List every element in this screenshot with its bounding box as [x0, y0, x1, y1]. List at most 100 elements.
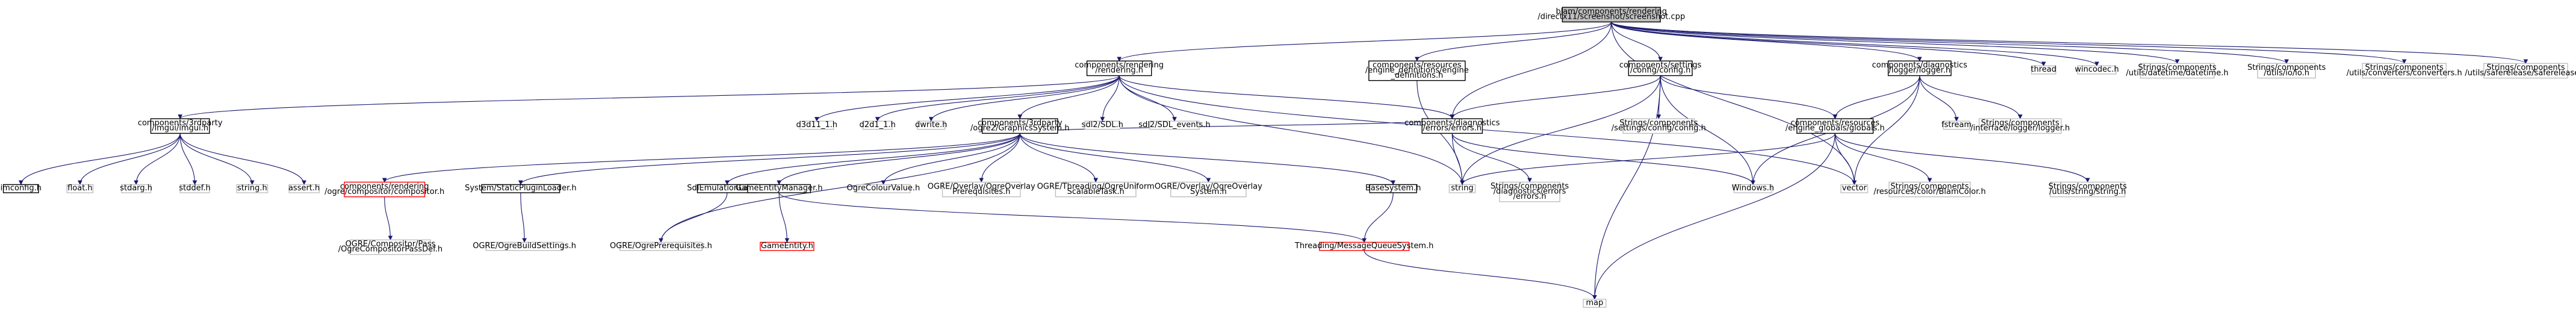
node-diag_errors[interactable]: components/diagnostics/errors/errors.h [1404, 118, 1500, 134]
edges-layer [18, 21, 2528, 300]
node-diag_errors_h[interactable]: Strings/components/diagnostics/errors/er… [1491, 181, 1569, 202]
node-map[interactable]: map [1583, 299, 1607, 308]
node-vector-label-line-0: vector [1842, 184, 1867, 193]
node-imgui-label-line-1: /imgui/imgui.h [152, 124, 208, 133]
node-converters-label-line-1: /utils/converters/converters.h [2347, 69, 2462, 78]
node-converters-box [2362, 63, 2447, 79]
edge-settings_config-to-diag_errors [1450, 75, 1661, 119]
node-thread[interactable]: thread [2031, 65, 2056, 75]
node-stdarg[interactable]: stdarg.h [120, 184, 152, 193]
node-imconfig[interactable]: imconfig.h [1, 184, 42, 193]
node-compositor_pass[interactable]: OGRE/Compositor/Pass/OgreCompositorPassD… [338, 239, 442, 255]
node-base_system[interactable]: BaseSystem.h [1365, 184, 1421, 193]
node-dwrite[interactable]: dwrite.h [915, 120, 947, 130]
edge-diag_logger-to-iface_logger [1919, 75, 2023, 119]
node-windows[interactable]: Windows.h [1732, 184, 1774, 193]
node-sdl2_events-box [1149, 120, 1200, 130]
node-res_engine_defs[interactable]: components/resources/engine_definitions/… [1365, 60, 1469, 81]
node-msg_queue[interactable]: Threading/MessageQueueSystem.h [1294, 242, 1433, 251]
node-ogre_uniform-label-line-1: ScalableTask.h [1067, 187, 1125, 196]
node-ogre_prereq[interactable]: OGRE/OgrePrerequisites.h [610, 242, 712, 251]
node-d2d1_1[interactable]: d2d1_1.h [860, 120, 896, 130]
edge-imgui-to-string_h [179, 133, 255, 186]
node-io-label-line-1: /utils/io/io.h [2264, 69, 2309, 78]
node-d2d1_1-box [862, 120, 893, 130]
node-settings_config[interactable]: components/settings/config/config.h [1619, 60, 1702, 76]
node-imgui[interactable]: components/3rdparty/imgui/imgui.h [138, 118, 223, 134]
node-diag_errors_h-label-line-1: /diagnostics/errors [1494, 187, 1566, 196]
node-res_engine_defs-box [1368, 60, 1466, 81]
node-ogre_colour[interactable]: OgreColourValue.h [846, 184, 920, 193]
node-float[interactable]: float.h [66, 184, 94, 193]
node-settings_config_h[interactable]: Strings/components/settings/config/confi… [1612, 118, 1706, 134]
node-imconfig-box [2, 184, 39, 193]
edge-res_globals-to-vector [1834, 133, 1857, 186]
node-res_engine_defs-label-line-1: /engine_definitions/engine [1365, 66, 1469, 75]
node-game_entity_mgr[interactable]: GameEntityManager.h [736, 184, 823, 193]
node-compositor[interactable]: components/rendering/ogre/compositor/com… [324, 181, 444, 198]
edge-settings_config-to-windows [1660, 75, 1755, 186]
node-static_plugin[interactable]: System/StaticPluginLoader.h [465, 184, 577, 193]
node-sdl2[interactable]: sdl2/SDL.h [1082, 120, 1123, 130]
node-d3d11_1[interactable]: d3d11_1.h [796, 120, 837, 130]
node-iface_logger[interactable]: Strings/components/interface/logger/logg… [1970, 118, 2070, 134]
node-assert[interactable]: assert.h [288, 184, 320, 193]
node-ogre_build-box [485, 242, 563, 251]
edge-ogre_graphics-to-ogre_uniform [1019, 133, 1098, 183]
node-compositor_pass-label-line-1: /OgreCompositorPassDef.h [338, 245, 442, 254]
edge-ogre_graphics-to-ogre_overlay_prereq [979, 133, 1020, 183]
edge-ogre_graphics-to-sdl_emu [725, 133, 1020, 186]
node-saferelease[interactable]: Strings/components/utils/saferelease/saf… [2465, 63, 2576, 79]
edge-game_entity_mgr-to-msg_queue [778, 192, 1367, 243]
node-ogre_build[interactable]: OGRE/OgreBuildSettings.h [473, 242, 576, 251]
node-wrl_codec-label-line-0: wincodec.h [2075, 65, 2118, 74]
node-ogre_overlay_prereq-label-line-1: Prerequisites.h [952, 187, 1010, 196]
node-util_string[interactable]: Strings/components/utils/string/string.h [2049, 181, 2127, 198]
node-compositor-box [344, 181, 426, 198]
node-sdl2_events[interactable]: sdl2/SDL_events.h [1138, 120, 1211, 130]
node-datetime[interactable]: Strings/components/utils/datetime/dateti… [2126, 63, 2229, 79]
node-ogre_colour-box [856, 184, 911, 193]
node-settings_config-box [1628, 60, 1693, 76]
node-settings_config_h-label-line-1: /settings/config/config.h [1612, 124, 1706, 133]
edge-root-to-saferelease [1611, 22, 2528, 64]
edge-ogre_graphics-to-ogre_colour [881, 133, 1020, 186]
node-stdarg-box [121, 184, 152, 193]
node-converters[interactable]: Strings/components/utils/converters/conv… [2347, 63, 2462, 79]
edge-rendering-to-d3d11_1 [815, 75, 1120, 122]
edge-diag_logger-to-vector [1852, 75, 1920, 186]
node-game_entity[interactable]: GameEntity.h [760, 242, 815, 251]
node-ogre_overlay_system-label-line-1: System.h [1190, 187, 1227, 196]
edge-diag_logger-to-fstream [1919, 75, 1959, 122]
edge-res_globals-to-color_blam [1834, 133, 1932, 183]
node-io-label-line-0: Strings/components [2247, 63, 2326, 72]
edge-root-to-rendering [1117, 21, 1612, 62]
node-root-label-line-0: blam/components/rendering [1556, 7, 1667, 16]
node-color_blam[interactable]: Strings/components/resources/color/BlamC… [1873, 181, 1986, 198]
node-static_plugin-label-line-0: System/StaticPluginLoader.h [465, 184, 577, 193]
node-ogre_graphics[interactable]: components/3rdparty/ogre2/GraphicsSystem… [970, 118, 1070, 134]
node-root[interactable]: blam/components/rendering/directx11/scre… [1538, 7, 1685, 23]
node-string[interactable]: string [1448, 184, 1476, 193]
node-base_system-label-line-0: BaseSystem.h [1365, 184, 1421, 193]
node-wrl_codec[interactable]: wincodec.h [2075, 65, 2119, 75]
edge-res_globals-to-util_string [1834, 133, 2090, 183]
node-rendering[interactable]: components/rendering/rendering.h [1075, 60, 1164, 76]
node-vector[interactable]: vector [1840, 184, 1869, 193]
node-string_h[interactable]: string.h [236, 184, 268, 193]
node-ogre_uniform-box [1055, 181, 1137, 198]
node-io[interactable]: Strings/components/utils/io/io.h [2247, 63, 2326, 79]
node-res_engine_defs-label-line-2: _definitions.h [1390, 71, 1443, 80]
node-stddef[interactable]: stddef.h [179, 184, 211, 193]
edge-diag_errors-to-string [1451, 133, 1465, 186]
node-diag_logger[interactable]: components/diagnostics/logger/logger.h [1872, 60, 1968, 76]
node-sdl_emu[interactable]: SdlEmulationLayer.h [687, 184, 767, 193]
node-color_blam-box [1889, 181, 1971, 198]
node-res_globals[interactable]: components/resources/engine_globals/glob… [1786, 118, 1885, 134]
node-fstream[interactable]: fstream [1941, 120, 1972, 130]
node-diag_errors_h-label-line-2: /errors.h [1513, 192, 1546, 201]
node-datetime-box [2140, 63, 2215, 79]
